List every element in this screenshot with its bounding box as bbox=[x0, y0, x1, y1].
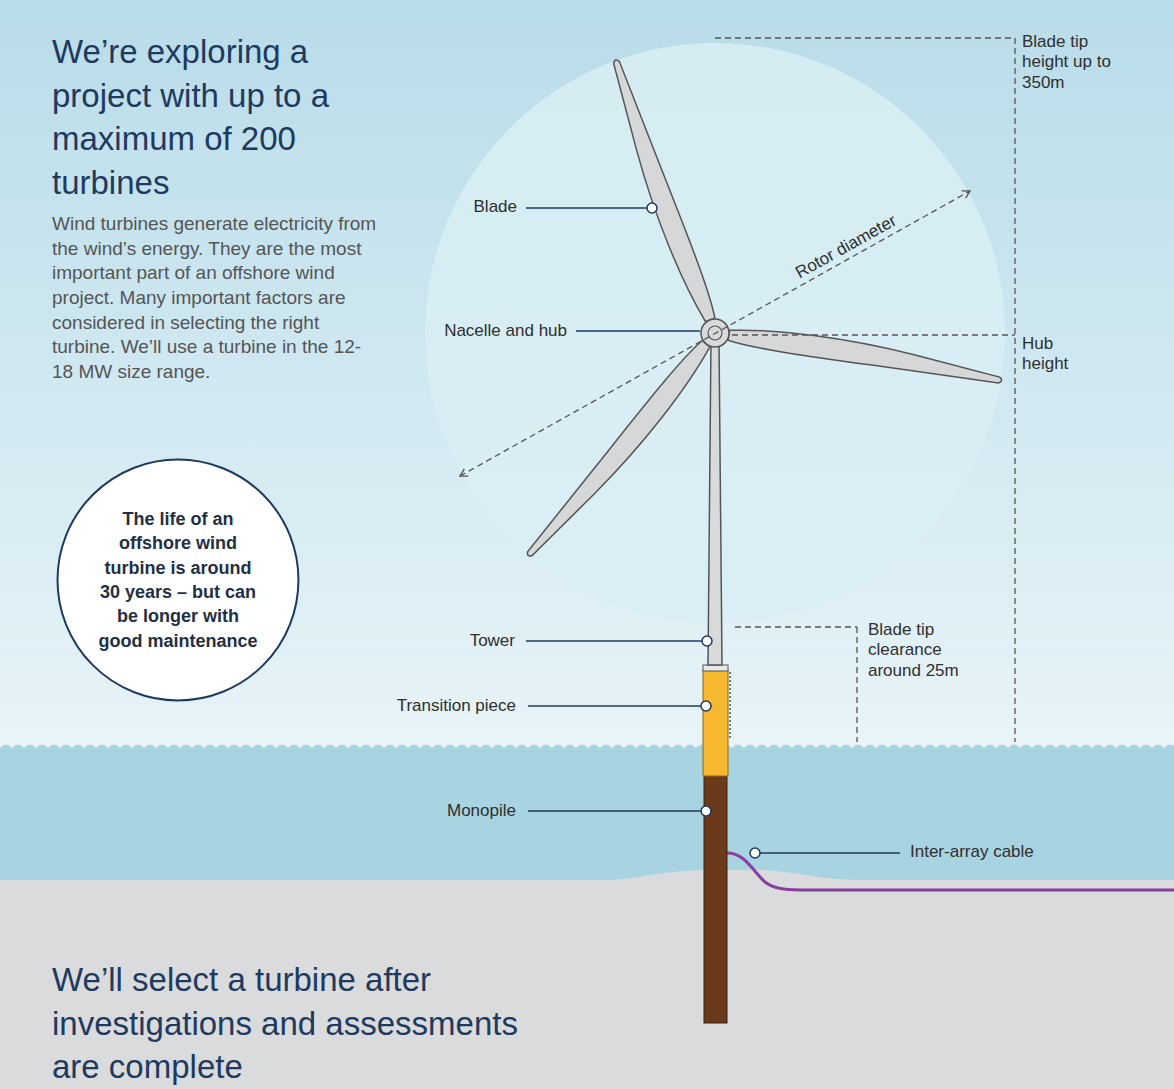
dimension-lines bbox=[460, 38, 1015, 742]
ladder bbox=[729, 672, 731, 740]
leader-lines bbox=[526, 203, 900, 858]
blade bbox=[522, 339, 716, 565]
intro-text: Wind turbines generate electricity from … bbox=[52, 212, 382, 385]
part-label: Nacelle and hub bbox=[444, 321, 567, 341]
seabed bbox=[0, 870, 1174, 1089]
sky bbox=[0, 0, 1174, 750]
circle-outline bbox=[56, 458, 300, 702]
info-circle: The life of an offshore wind turbine is … bbox=[56, 458, 300, 702]
blade bbox=[602, 57, 717, 324]
closing-heading: We’ll select a turbine after investigati… bbox=[52, 958, 532, 1089]
transition-piece bbox=[703, 670, 728, 776]
part-label: Monopile bbox=[447, 801, 516, 821]
note-text: The life of an offshore wind turbine is … bbox=[93, 507, 263, 653]
sea bbox=[0, 745, 1174, 886]
circle-outline bbox=[58, 460, 299, 701]
blades bbox=[522, 57, 1004, 564]
dimension-label: Hub height bbox=[1022, 334, 1102, 375]
part-label: Inter-array cable bbox=[910, 842, 1034, 862]
part-label: Tower bbox=[470, 631, 515, 651]
platform bbox=[703, 665, 728, 671]
tower bbox=[708, 340, 722, 665]
dimension-label: Blade tip clearance around 25m bbox=[868, 620, 978, 681]
blade bbox=[728, 321, 1004, 388]
part-label: Transition piece bbox=[397, 696, 516, 716]
page-title: We’re exploring a project with up to a m… bbox=[52, 30, 372, 204]
part-label: Blade bbox=[474, 197, 517, 217]
dimension-label: Blade tip height up to 350m bbox=[1022, 32, 1122, 93]
